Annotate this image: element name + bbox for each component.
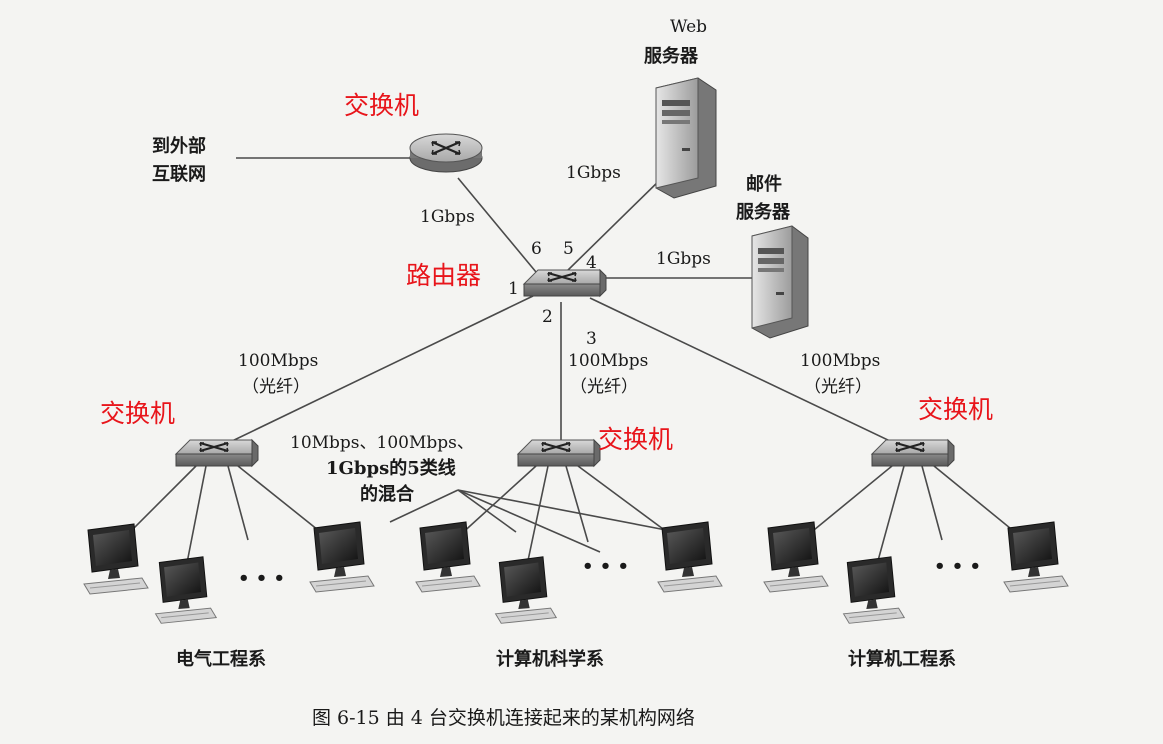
- ellipsis-left: • • •: [238, 568, 285, 589]
- port-5: 5: [563, 239, 574, 259]
- annotation-right-switch: 交换机: [918, 395, 993, 424]
- annotation-middle-switch: 交换机: [598, 425, 673, 454]
- medium-middle: （光纤）: [570, 377, 638, 397]
- port-4: 4: [586, 253, 597, 273]
- mail-server-icon: [751, 225, 809, 339]
- pcs-cs: [415, 521, 723, 624]
- pcs-electrical: [83, 521, 375, 624]
- cat5-label-2: 1Gbps的5类线: [326, 457, 456, 479]
- medium-left: （光纤）: [242, 377, 310, 397]
- internet-label-2: 互联网: [152, 164, 206, 185]
- web-server-label-2: 服务器: [644, 45, 699, 67]
- mail-server-label-2: 服务器: [736, 201, 791, 223]
- link-router-top-switch: [457, 177, 537, 273]
- links: [111, 157, 1033, 571]
- top-switch-device: [409, 133, 483, 173]
- pcs-ce: [763, 521, 1069, 624]
- speed-mail: 1Gbps: [656, 249, 711, 269]
- middle-switch-device: [517, 439, 601, 467]
- ellipsis-right: • • •: [934, 556, 981, 577]
- cat5-label-3: 的混合: [360, 483, 415, 505]
- speed-left: 100Mbps: [238, 351, 318, 371]
- port-2: 2: [542, 307, 553, 327]
- cat5-callout-4: [457, 489, 667, 531]
- annotation-top-switch: 交换机: [344, 91, 419, 120]
- mail-server-label-1: 邮件: [746, 173, 782, 195]
- cat5-callout-1: [389, 489, 459, 523]
- link-router-left: [229, 295, 534, 443]
- web-server-icon: [655, 77, 717, 199]
- annotation-left-switch: 交换机: [100, 399, 175, 428]
- web-server-label-1: Web: [670, 17, 707, 37]
- dept-cs: 计算机科学系: [496, 648, 604, 670]
- port-6: 6: [531, 239, 542, 259]
- right-switch-device: [871, 439, 955, 467]
- dept-ce: 计算机工程系: [848, 648, 956, 670]
- port-3: 3: [586, 329, 597, 349]
- speed-web: 1Gbps: [566, 163, 621, 183]
- speed-middle: 100Mbps: [568, 351, 648, 371]
- internet-label-1: 到外部: [152, 135, 206, 157]
- cat5-callout-3: [457, 489, 601, 553]
- router-device: [523, 269, 607, 297]
- annotation-router: 路由器: [406, 261, 481, 290]
- left-switch-device: [175, 439, 259, 467]
- port-1: 1: [508, 279, 519, 299]
- cat5-label-1: 10Mbps、100Mbps、: [290, 433, 474, 453]
- medium-right: （光纤）: [804, 377, 872, 397]
- speed-top-switch: 1Gbps: [420, 207, 475, 227]
- dept-electrical: 电气工程系: [176, 648, 266, 670]
- cat5-callout-2: [457, 489, 517, 533]
- figure-caption: 图 6-15 由 4 台交换机连接起来的某机构网络: [312, 707, 695, 729]
- speed-right: 100Mbps: [800, 351, 880, 371]
- link-router-web: [565, 175, 665, 273]
- link-router-right: [589, 297, 893, 443]
- ellipsis-middle: • • •: [582, 556, 629, 577]
